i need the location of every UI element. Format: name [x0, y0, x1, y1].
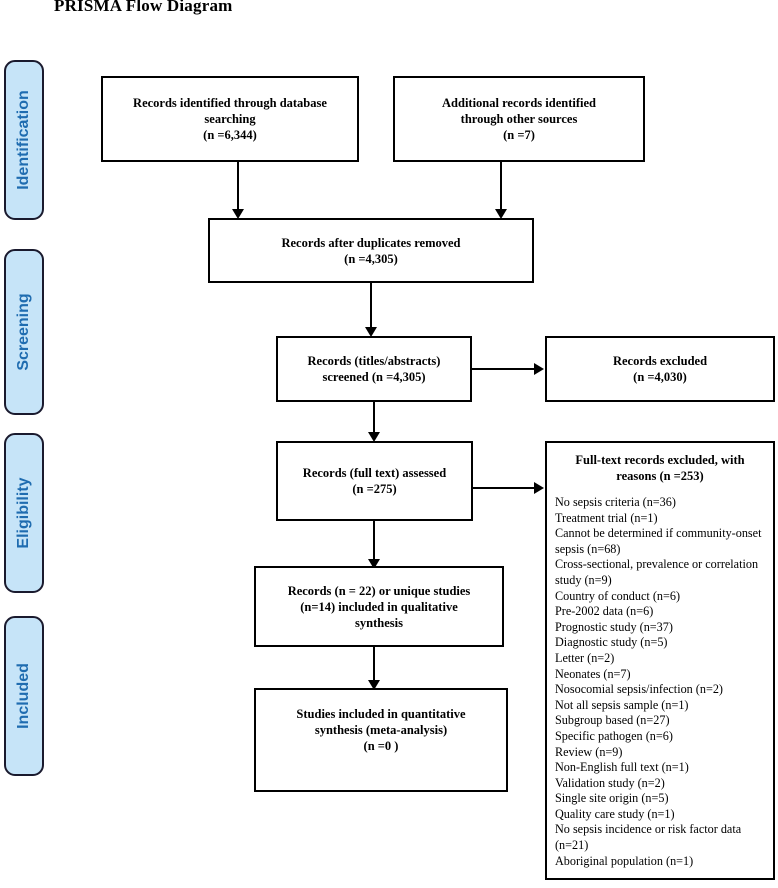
- list-item: Not all sepsis sample (n=1): [555, 697, 689, 712]
- box-records-identified-database: Records identified through database sear…: [101, 76, 359, 162]
- list-item: Quality care study (n=1): [555, 806, 675, 821]
- stage-tab-included: Included: [4, 616, 44, 776]
- box-qualitative-synthesis: Records (n = 22) or unique studies (n=14…: [254, 566, 504, 647]
- arrowhead-fulltext-to-excluded-reasons: [534, 482, 544, 494]
- stage-tab-identification-label: Identification: [15, 90, 32, 190]
- list-item: No sepsis criteria (n=36): [555, 495, 676, 509]
- box-quantitative-synthesis: Studies included in quantitative synthes…: [254, 688, 508, 792]
- connector-screened-to-excluded: [472, 368, 535, 370]
- list-item: Prognostic study (n=37): [555, 619, 673, 634]
- arrowhead-qualitative-to-quantitative: [368, 680, 380, 690]
- box-records-excluded: Records excluded (n =4,030): [545, 336, 775, 402]
- page-title: PRISMA Flow Diagram: [54, 0, 233, 15]
- connector-other-sources-to-duplicates: [500, 162, 502, 211]
- list-item: Neonates (n=7): [555, 666, 631, 681]
- list-item: Validation study (n=2): [555, 775, 665, 790]
- stage-tab-identification: Identification: [4, 60, 44, 220]
- box-records-excluded-text: Records excluded (n =4,030): [612, 354, 708, 384]
- list-item: Cannot be determined if community-onset …: [555, 526, 762, 556]
- connector-fulltext-to-qualitative: [373, 521, 375, 565]
- list-item: Diagnostic study (n=5): [555, 635, 668, 650]
- box-fulltext-excluded-reasons: Full-text records excluded, with reasons…: [545, 441, 775, 880]
- box-records-identified-database-text: Records identified through database sear…: [133, 96, 327, 142]
- box-records-after-duplicates-removed-text: Records after duplicates removed (n =4,3…: [281, 235, 461, 266]
- list-item: Subgroup based (n=27): [555, 713, 670, 728]
- list-item: Cross-sectional, prevalence or correlati…: [555, 557, 759, 587]
- arrowhead-fulltext-to-qualitative: [368, 559, 380, 569]
- arrowhead-other-sources-to-duplicates: [495, 209, 507, 219]
- box-quantitative-synthesis-text: Studies included in quantitative synthes…: [296, 707, 466, 753]
- list-item: Aboriginal population (n=1): [555, 853, 694, 868]
- list-item: Non-English full text (n=1): [555, 760, 689, 775]
- box-records-screened: Records (titles/abstracts) screened (n =…: [276, 336, 472, 402]
- list-item: Review (n=9): [555, 744, 623, 759]
- box-fulltext-assessed-text: Records (full text) assessed (n =275): [302, 466, 447, 496]
- box-fulltext-assessed: Records (full text) assessed (n =275): [276, 441, 473, 521]
- stage-tab-screening-label: Screening: [15, 293, 32, 371]
- list-item: Country of conduct (n=6): [555, 588, 680, 603]
- box-records-screened-text: Records (titles/abstracts) screened (n =…: [307, 354, 441, 384]
- box-additional-records-other-sources-text: Additional records identified through ot…: [442, 96, 596, 142]
- arrowhead-screened-to-excluded: [534, 363, 544, 375]
- connector-db-search-to-duplicates: [237, 162, 239, 211]
- list-item: Pre-2002 data (n=6): [555, 604, 654, 619]
- stage-tab-eligibility-label: Eligibility: [15, 477, 32, 549]
- box-additional-records-other-sources: Additional records identified through ot…: [393, 76, 645, 162]
- list-item: No sepsis incidence or risk factor data …: [555, 822, 742, 853]
- list-item: Specific pathogen (n=6): [555, 728, 673, 743]
- list-item: Nosocomial sepsis/infection (n=2): [555, 682, 723, 697]
- connector-fulltext-to-excluded-reasons: [473, 487, 535, 489]
- arrowhead-db-search-to-duplicates: [232, 209, 244, 219]
- connector-screened-to-fulltext: [373, 402, 375, 438]
- box-records-after-duplicates-removed: Records after duplicates removed (n =4,3…: [208, 218, 534, 283]
- stage-tab-eligibility: Eligibility: [4, 433, 44, 593]
- box-qualitative-synthesis-text: Records (n = 22) or unique studies (n=14…: [287, 583, 471, 630]
- stage-tab-screening: Screening: [4, 249, 44, 415]
- stage-tab-included-label: Included: [15, 663, 32, 729]
- box-fulltext-excluded-heading: Full-text records excluded, with reasons…: [575, 453, 745, 483]
- exclusion-reason-list: No sepsis criteria (n=36) Treatment tria…: [555, 495, 767, 869]
- connector-qualitative-to-quantitative: [373, 647, 375, 686]
- list-item: Single site origin (n=5): [555, 791, 669, 806]
- connector-duplicates-to-screened: [370, 283, 372, 333]
- list-item: Letter (n=2): [555, 650, 615, 665]
- arrowhead-duplicates-to-screened: [365, 327, 377, 337]
- arrowhead-screened-to-fulltext: [368, 432, 380, 442]
- list-item: Treatment trial (n=1): [555, 510, 658, 525]
